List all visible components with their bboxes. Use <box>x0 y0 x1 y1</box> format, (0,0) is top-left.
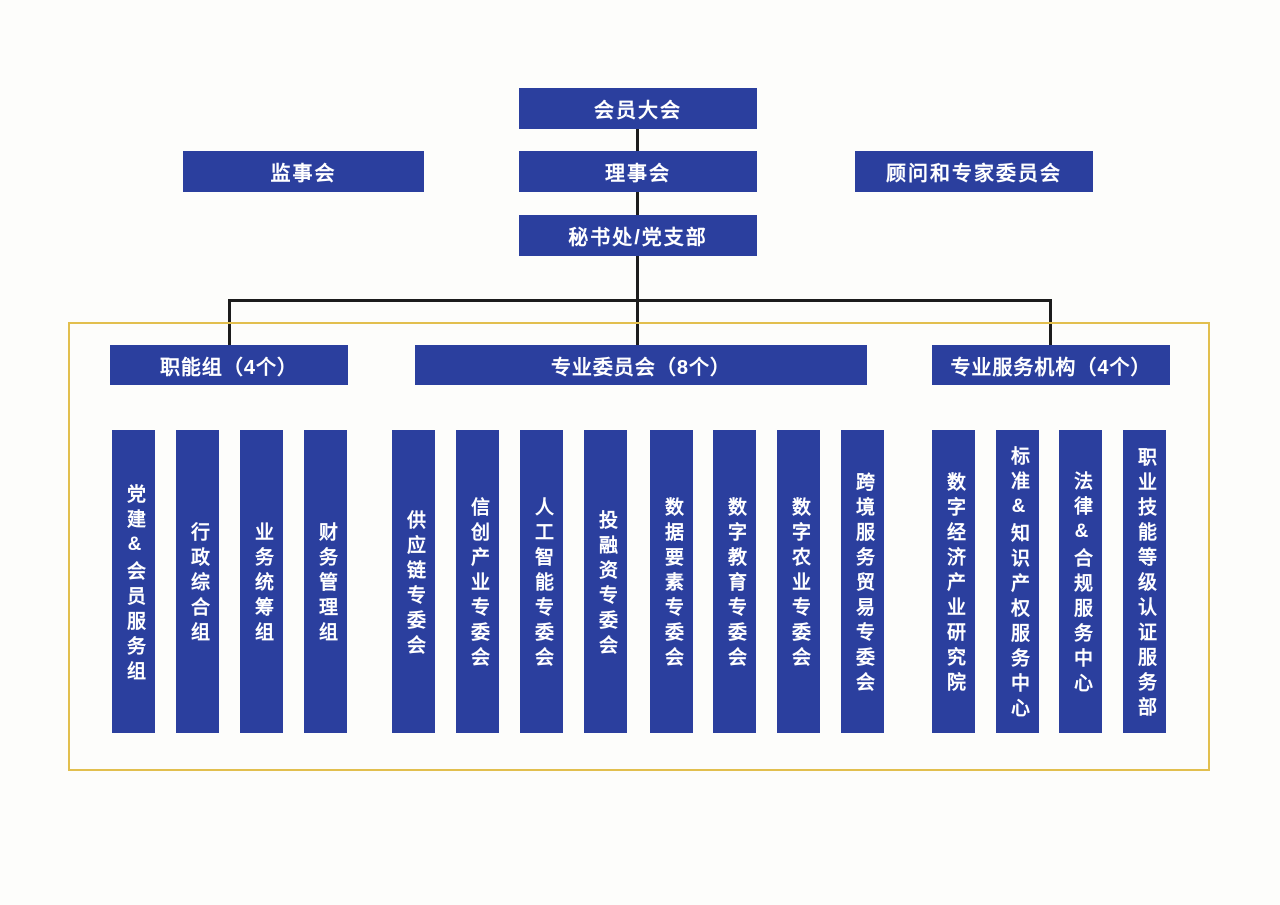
yellow-frame <box>68 322 1210 771</box>
bar-business-coordination: 业务统筹组 <box>240 430 283 733</box>
node-advisors-experts-committee: 顾问和专家委员会 <box>855 151 1093 192</box>
bar-label: 行政综合组 <box>187 522 209 647</box>
bar-data-elements-committee: 数据要素专委会 <box>650 430 693 733</box>
node-council: 理事会 <box>519 151 757 192</box>
bar-admin-general: 行政综合组 <box>176 430 219 733</box>
bar-label: 投融资专委会 <box>595 509 617 660</box>
connector-members-council <box>636 129 639 153</box>
bar-label: 业务统筹组 <box>251 522 273 647</box>
bar-label: 数字教育专委会 <box>724 497 746 672</box>
bar-party-building-member-service: 党建&会员服务组 <box>112 430 155 733</box>
bar-cross-border-trade-committee: 跨境服务贸易专委会 <box>841 430 884 733</box>
connector-council-secretariat <box>636 191 639 217</box>
section-header-professional-committees: 专业委员会（8个） <box>415 345 867 385</box>
bar-xinchuang-industry-committee: 信创产业专委会 <box>456 430 499 733</box>
section-header-functional-groups: 职能组（4个） <box>110 345 348 385</box>
node-supervisory-board: 监事会 <box>183 151 424 192</box>
bar-ai-committee: 人工智能专委会 <box>520 430 563 733</box>
node-secretariat-party-branch: 秘书处/党支部 <box>519 215 757 256</box>
bar-digital-education-committee: 数字教育专委会 <box>713 430 756 733</box>
bar-label: 跨境服务贸易专委会 <box>852 472 874 697</box>
bar-legal-compliance-service-center: 法律&合规服务中心 <box>1059 430 1102 733</box>
bar-investment-financing-committee: 投融资专委会 <box>584 430 627 733</box>
bar-label: 法律&合规服务中心 <box>1070 471 1092 698</box>
bar-digital-economy-research-institute: 数字经济产业研究院 <box>932 430 975 733</box>
bar-supply-chain-committee: 供应链专委会 <box>392 430 435 733</box>
bar-label: 人工智能专委会 <box>531 497 553 672</box>
bar-digital-agriculture-committee: 数字农业专委会 <box>777 430 820 733</box>
bar-label: 信创产业专委会 <box>467 497 489 672</box>
bar-label: 职业技能等级认证服务部 <box>1134 447 1156 722</box>
bar-label: 标准&知识产权服务中心 <box>1007 446 1029 723</box>
bar-label: 数字农业专委会 <box>788 497 810 672</box>
connector-secretariat-trunk <box>636 255 639 301</box>
bar-label: 财务管理组 <box>315 522 337 647</box>
bar-vocational-skill-certification-dept: 职业技能等级认证服务部 <box>1123 430 1166 733</box>
bar-label: 党建&会员服务组 <box>123 483 145 686</box>
connector-horizontal-trunk <box>228 299 1052 302</box>
bar-label: 数字经济产业研究院 <box>943 472 965 697</box>
bar-finance-management: 财务管理组 <box>304 430 347 733</box>
node-members-assembly: 会员大会 <box>519 88 757 129</box>
bar-label: 供应链专委会 <box>403 509 425 660</box>
section-header-professional-service-orgs: 专业服务机构（4个） <box>932 345 1170 385</box>
bar-standards-ip-service-center: 标准&知识产权服务中心 <box>996 430 1039 733</box>
bar-label: 数据要素专委会 <box>661 497 683 672</box>
